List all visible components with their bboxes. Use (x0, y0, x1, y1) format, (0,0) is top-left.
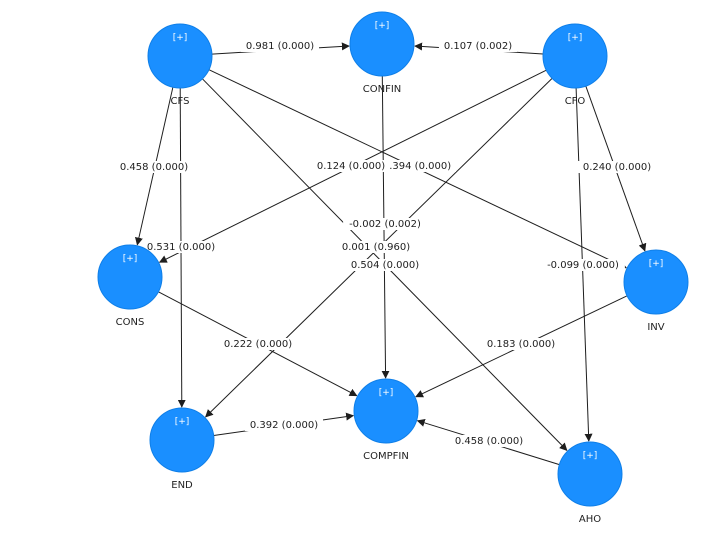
construct-label: CONS (116, 317, 145, 328)
expand-toggle[interactable]: [+] (583, 451, 598, 461)
expand-toggle[interactable]: [+] (375, 21, 390, 31)
edge-label-cfo-to-inv: 0.240 (0.000) (578, 161, 657, 173)
edge-label-background (343, 218, 427, 230)
edge-label-cfs-to-aho: 0.001 (0.960) (336, 241, 415, 253)
construct-circle[interactable] (97, 244, 163, 310)
edge-label-background (345, 259, 424, 271)
edge-label-background (114, 161, 193, 173)
edge-label-inv-to-compfin: 0.183 (0.000) (481, 338, 560, 350)
construct-circle[interactable] (149, 407, 215, 473)
edge-coefficient-text: 0.183 (0.000) (487, 339, 555, 350)
expand-toggle[interactable]: [+] (175, 417, 190, 427)
expand-toggle[interactable]: [+] (649, 259, 664, 269)
construct-node-inv[interactable]: [+] INV (623, 249, 689, 333)
construct-label: CFO (565, 96, 586, 107)
edge-coefficient-text: 0.504 (0.000) (351, 260, 419, 271)
edge-coefficient-text: -0.099 (0.000) (547, 260, 619, 271)
construct-label: INV (647, 322, 664, 333)
expand-toggle[interactable]: [+] (173, 33, 188, 43)
construct-node-compfin[interactable]: [+] COMPFIN (353, 378, 419, 462)
construct-circle[interactable] (147, 23, 213, 89)
edge-coefficient-text: 0.531 (0.000) (147, 242, 215, 253)
construct-label: END (171, 480, 193, 491)
edge-coefficient-text: 0.222 (0.000) (224, 339, 292, 350)
expand-toggle[interactable]: [+] (568, 33, 583, 43)
construct-label: CFS (171, 96, 190, 107)
construct-circle[interactable] (557, 441, 623, 507)
edge-coefficient-text: 0.458 (0.000) (455, 436, 523, 447)
edge-label-background (377, 160, 456, 172)
edge-coefficient-text: 0.124 (0.000) (317, 161, 385, 172)
edge-coefficient-text: 0.394 (0.000) (383, 161, 451, 172)
nodes-layer: [+] CFS [+] CONFIN [+] CFO [+] CONS [+] INV [+] COM… (97, 11, 689, 525)
edge-label-cons-to-compfin: 0.222 (0.000) (218, 338, 297, 350)
construct-label: CONFIN (363, 84, 402, 95)
edge-label-cfs-to-inv: 0.394 (0.000) (377, 160, 456, 172)
edge-label-cfo-to-confin: 0.107 (0.002) (438, 40, 517, 52)
edge-label-background (141, 241, 220, 253)
construct-node-cons[interactable]: [+] CONS (97, 244, 163, 328)
expand-toggle[interactable]: [+] (379, 388, 394, 398)
edge-label-background (438, 40, 517, 52)
construct-node-cfo[interactable]: [+] CFO (542, 23, 608, 107)
edge-label-background (218, 338, 297, 350)
edge-labels-layer: 0.981 (0.000) 0.107 (0.002) 0.458 (0.000) 0… (114, 40, 657, 447)
edge-label-confin-to-compfin: 0.504 (0.000) (345, 259, 424, 271)
edge-label-background (578, 161, 657, 173)
edge-label-aho-to-compfin: 0.458 (0.000) (449, 435, 528, 447)
edge-coefficient-text: 0.458 (0.000) (120, 162, 188, 173)
edge-coefficient-text: 0.107 (0.002) (444, 41, 512, 52)
edge-label-cfs-to-cons: 0.458 (0.000) (114, 161, 193, 173)
construct-circle[interactable] (349, 11, 415, 77)
edge-label-cfs-to-end: 0.531 (0.000) (141, 241, 220, 253)
construct-node-cfs[interactable]: [+] CFS (147, 23, 213, 107)
edge-label-cfo-to-aho: -0.099 (0.000) (541, 259, 625, 271)
edge-label-background (240, 40, 319, 52)
construct-node-confin[interactable]: [+] CONFIN (349, 11, 415, 95)
edge-label-background (336, 241, 415, 253)
edge-label-background (311, 160, 390, 172)
construct-label: COMPFIN (363, 451, 409, 462)
edge-label-cfs-to-confin: 0.981 (0.000) (240, 40, 319, 52)
construct-node-end[interactable]: [+] END (149, 407, 215, 491)
construct-circle[interactable] (623, 249, 689, 315)
construct-node-aho[interactable]: [+] AHO (557, 441, 623, 525)
edge-label-background (449, 435, 528, 447)
construct-circle[interactable] (542, 23, 608, 89)
edge-label-background (481, 338, 560, 350)
edge-label-background (244, 419, 323, 431)
edge-coefficient-text: 0.981 (0.000) (246, 41, 314, 52)
edge-coefficient-text: -0.002 (0.002) (349, 219, 421, 230)
edge-coefficient-text: 0.240 (0.000) (583, 162, 651, 173)
edge-label-cfo-to-end: -0.002 (0.002) (343, 218, 427, 230)
construct-circle[interactable] (353, 378, 419, 444)
edge-coefficient-text: 0.001 (0.960) (342, 242, 410, 253)
edge-coefficient-text: 0.392 (0.000) (250, 420, 318, 431)
edge-label-background (541, 259, 625, 271)
expand-toggle[interactable]: [+] (123, 254, 138, 264)
edge-label-cfo-to-cons: 0.124 (0.000) (311, 160, 390, 172)
construct-label: AHO (579, 514, 601, 525)
edge-label-end-to-compfin: 0.392 (0.000) (244, 419, 323, 431)
